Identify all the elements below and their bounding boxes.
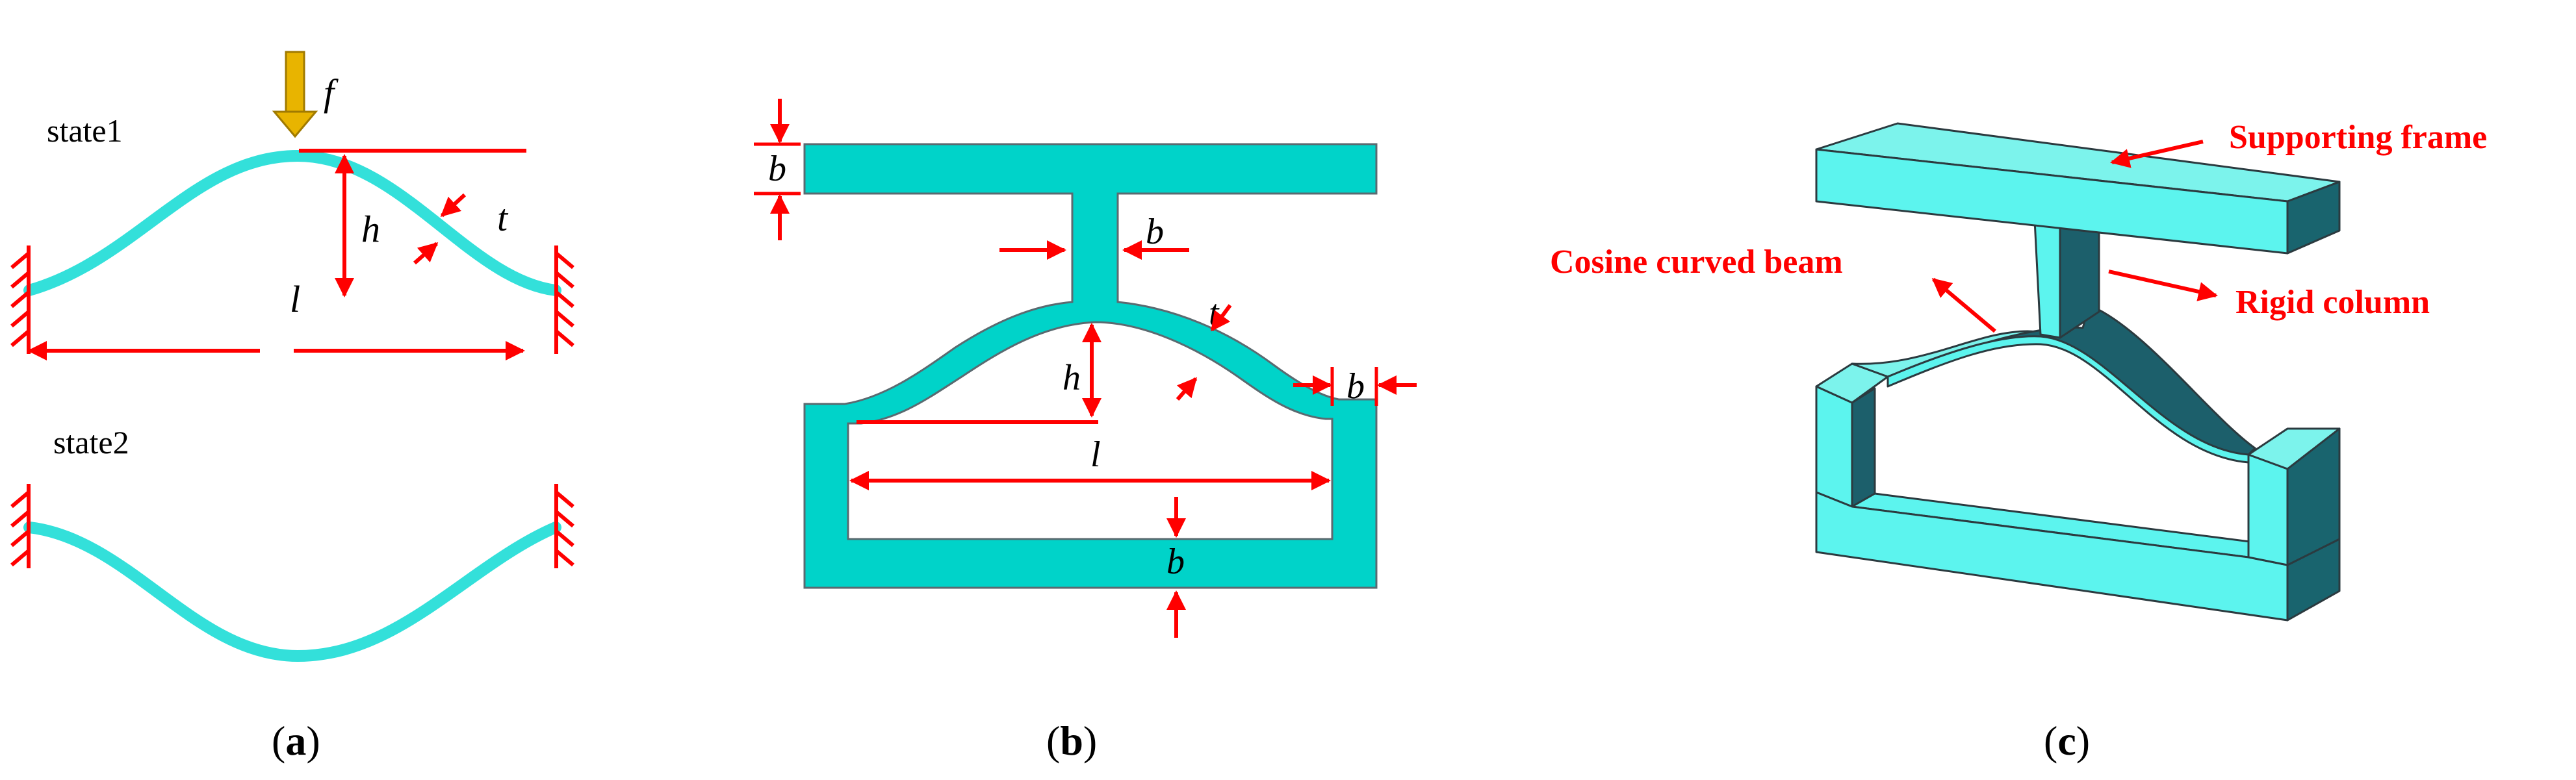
- caption-c: (c): [2044, 718, 2090, 764]
- label-rigid-column: Rigid column: [2235, 284, 2430, 321]
- right-clamp-state1: [554, 245, 574, 354]
- caption-a-open: (: [272, 718, 285, 764]
- l-label: l: [1090, 434, 1101, 475]
- panel-b: b b h t b l b (b): [754, 99, 1417, 764]
- caption-b-close: ): [1083, 718, 1097, 764]
- right-clamp-state2: [554, 484, 574, 568]
- b-side-label: b: [1346, 366, 1365, 407]
- b-column-label: b: [1146, 212, 1164, 252]
- left-clamp-state2: [10, 484, 31, 568]
- b-bottom-label: b: [1166, 542, 1185, 582]
- frame-structure: [803, 143, 1378, 589]
- frame-bottom-front: [1815, 491, 2289, 622]
- state1-label: state1: [47, 112, 123, 149]
- label-supporting-frame: Supporting frame: [2229, 119, 2487, 156]
- force-label: f: [324, 71, 339, 114]
- beam-callout-arrow: [1931, 277, 1996, 333]
- caption-b-letter: b: [1060, 718, 1083, 764]
- caption-c-close: ): [2076, 718, 2090, 764]
- force-arrow: [272, 51, 318, 138]
- t-arrow-outer: [1210, 304, 1232, 332]
- caption-b-open: (: [1046, 718, 1060, 764]
- caption-a-letter: a: [285, 718, 306, 764]
- l-label: l: [290, 278, 300, 320]
- caption-c-open: (: [2044, 718, 2057, 764]
- frame-callout-arrow: [2110, 140, 2204, 168]
- b-top-label: b: [768, 149, 786, 189]
- frame-inner-left-wall: [1851, 387, 1876, 508]
- panel-a: state1 f h: [10, 51, 574, 764]
- frame-right-front: [2247, 453, 2289, 566]
- panel-c: [1815, 122, 2341, 622]
- h-label: h: [1063, 358, 1081, 398]
- frame-right-top: [2247, 427, 2341, 470]
- h-label: h: [361, 208, 380, 250]
- t-label: t: [497, 197, 509, 239]
- caption-a: (a): [272, 718, 320, 764]
- t-arrow-inner: [1176, 377, 1198, 401]
- label-cosine-curved-beam: Cosine curved beam: [1550, 244, 1843, 281]
- caption-c-letter: c: [2057, 718, 2076, 764]
- state2-label: state2: [53, 424, 129, 460]
- caption-b: (b): [1046, 718, 1097, 764]
- left-clamp-state1: [10, 245, 31, 354]
- t-arrow-inner: [413, 242, 439, 265]
- t-arrow-outer: [440, 193, 467, 218]
- support-side-face: [2286, 181, 2341, 255]
- curved-beam-front: [1887, 335, 2250, 464]
- beam-state2: [23, 522, 561, 662]
- caption-a-close: ): [306, 718, 320, 764]
- column-callout-arrow: [2108, 270, 2218, 301]
- frame-left-front: [1815, 385, 1853, 508]
- beam-state1: [23, 149, 561, 296]
